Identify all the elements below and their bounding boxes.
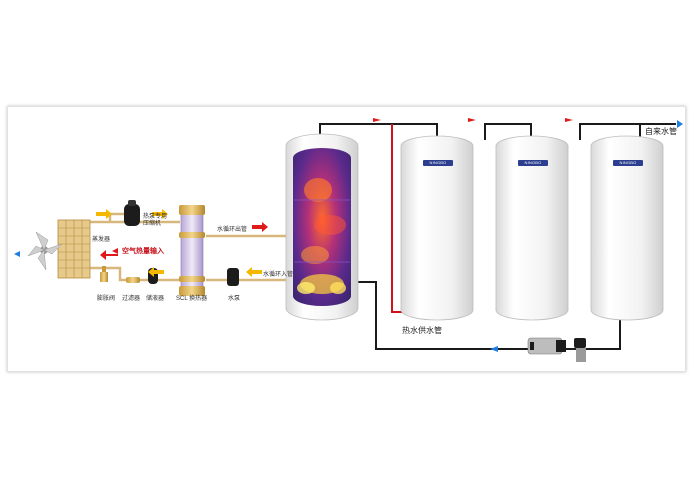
label-air-heat-input: 空气热量输入 [122,248,164,255]
evaporator-icon [57,219,91,279]
refrigerant-flow-arrows [96,209,268,277]
label-hot-supply: 热水供水管 [402,326,442,335]
label-pump: 水泵 [228,296,241,302]
label-expansion-valve: 膨胀阀 [97,296,116,302]
label-tap-water: 自来水管 [645,127,677,136]
brand-plate: NINGBO [518,160,548,166]
return-flow-arrow [490,120,683,352]
storage-tank-3 [495,135,569,321]
water-pump-icon [227,268,239,286]
heated-tank [285,133,359,321]
solenoid-valve-icon [574,338,586,362]
label-evaporator: 蒸发器 [92,237,111,243]
label-exchanger: SCL 换热器 [176,296,208,302]
label-receiver: 储液器 [146,296,165,302]
label-inlet-pipe: 水循环入管 [263,272,294,278]
fan-icon [27,231,63,271]
expansion-valve-icon [100,266,108,282]
storage-tank-2 [400,135,474,321]
booster-pump-icon [527,337,566,355]
brand-plate: NINGBO [613,160,643,166]
label-compressor-text: 热泵专用 压缩机 [143,214,168,227]
filter-icon [126,277,140,283]
air-in-arrow [14,251,20,257]
brand-plate: NINGBO [423,160,453,166]
label-filter: 过滤器 [122,296,141,302]
scl-heat-exchanger-icon [179,205,205,296]
storage-tank-4 [590,135,664,321]
label-outlet-pipe: 水循环出管 [217,227,248,233]
compressor-icon [124,200,140,226]
label-compressor: 热泵专用 压缩机 [143,214,167,228]
